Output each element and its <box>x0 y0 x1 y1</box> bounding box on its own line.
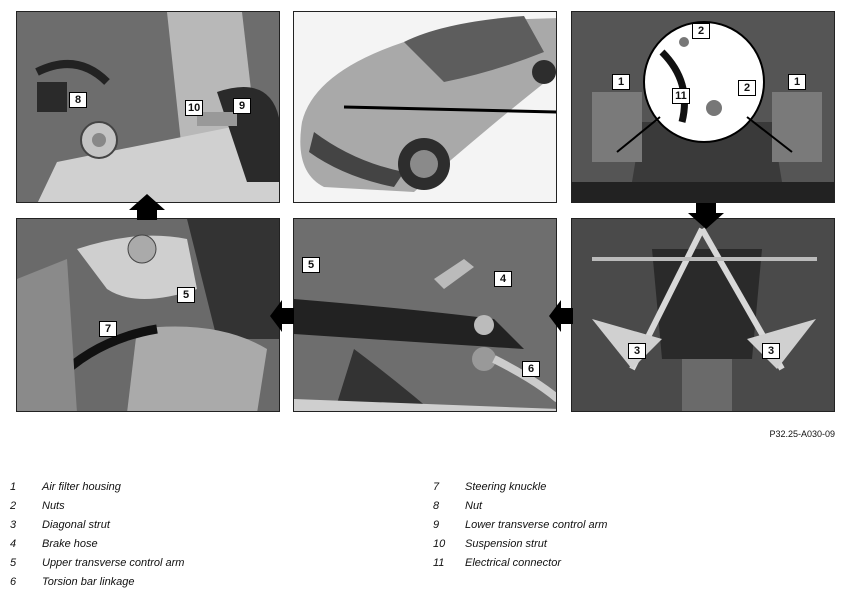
legend-label: Air filter housing <box>42 481 121 493</box>
callout-3-left: 3 <box>628 343 646 359</box>
callout-2-right: 2 <box>738 80 756 96</box>
legend-label: Suspension strut <box>465 538 547 550</box>
legend-number: 2 <box>10 500 17 512</box>
underbody-illustration <box>572 219 834 411</box>
photo-panel-underbody: 3 3 <box>571 218 835 412</box>
legend-number: 1 <box>10 481 17 493</box>
legend-label: Lower transverse control arm <box>465 519 608 531</box>
photo-panel-brake-hose: 5 4 6 <box>293 218 557 412</box>
legend-label: Torsion bar linkage <box>42 576 135 588</box>
legend-label: Diagonal strut <box>42 519 110 531</box>
legend-number: 10 <box>433 538 446 550</box>
photo-panel-steering-knuckle: 5 7 <box>16 218 280 412</box>
callout-6: 6 <box>522 361 540 377</box>
callout-1-left: 1 <box>612 74 630 90</box>
arrow-left-icon <box>270 300 294 332</box>
callout-4: 4 <box>494 271 512 287</box>
callout-7: 7 <box>99 321 117 337</box>
legend-label: Upper transverse control arm <box>42 557 185 569</box>
callout-5-b: 5 <box>302 257 320 273</box>
legend-label: Electrical connector <box>465 557 561 569</box>
legend-number: 11 <box>433 557 445 569</box>
legend-number: 9 <box>433 519 440 531</box>
legend-label: Nut <box>465 500 483 512</box>
photo-panel-vehicle <box>293 11 557 203</box>
photo-panel-engine-bay: 2 1 11 2 1 <box>571 11 835 203</box>
callout-2-top: 2 <box>692 23 710 39</box>
legend-number: 4 <box>10 538 17 550</box>
legend-number: 3 <box>10 519 17 531</box>
legend-number: 6 <box>10 576 17 588</box>
arrow-down-icon <box>688 203 724 229</box>
arrow-up-icon <box>129 194 165 220</box>
brake-hose-illustration <box>294 219 556 411</box>
callout-5: 5 <box>177 287 195 303</box>
callout-10: 10 <box>185 100 204 116</box>
steering-knuckle-illustration <box>17 219 279 411</box>
arrow-left-icon <box>549 300 573 332</box>
callout-1-right: 1 <box>788 74 806 90</box>
legend-label: Nuts <box>42 500 65 512</box>
callout-3-right: 3 <box>762 343 780 359</box>
figure-reference: P32.25-A030-09 <box>769 429 835 439</box>
engine-bay-illustration <box>572 12 834 202</box>
legend-number: 5 <box>10 557 17 569</box>
legend-label: Steering knuckle <box>465 481 547 493</box>
legend-label: Brake hose <box>42 538 98 550</box>
legend-number: 7 <box>433 481 440 493</box>
callout-11: 11 <box>672 88 690 104</box>
callout-8: 8 <box>69 92 87 108</box>
callout-9: 9 <box>233 98 251 114</box>
photo-panel-suspension-top: 8 10 9 <box>16 11 280 203</box>
legend-number: 8 <box>433 500 440 512</box>
vehicle-illustration <box>300 16 556 192</box>
